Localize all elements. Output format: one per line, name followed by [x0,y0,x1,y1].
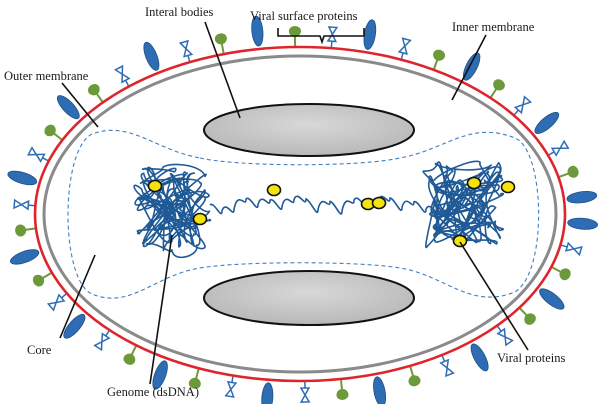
surface-protein-hour [560,241,581,254]
lateral-body-top [204,104,414,156]
viral-protein [373,198,386,209]
surface-protein-blue [6,168,38,187]
surface-protein-hour [494,324,512,345]
surface-protein-hour [301,382,309,402]
lateral-body-bottom [204,271,414,325]
label-inner-membrane: Inner membrane [452,20,535,34]
label-genome: Genome (dsDNA) [107,385,199,399]
label-outer-membrane: Outer membrane [4,69,89,83]
viral-protein [268,185,281,196]
surface-protein-blue [468,342,492,374]
surface-protein-green [557,164,580,182]
viral-protein [468,178,481,189]
surface-protein-blue [371,376,387,404]
surface-protein-hour [327,27,336,48]
surface-protein-hour [547,141,568,158]
surface-protein-blue [141,40,162,72]
surface-protein-blue [9,247,41,268]
surface-protein-hour [180,41,193,62]
surface-protein-hour [115,66,131,87]
surface-protein-hour [226,376,237,397]
surface-protein-hour [14,200,35,210]
surface-protein-hour [398,38,411,59]
label-viral-surface-proteins: Viral surface proteins [250,9,358,23]
surface-protein-green [14,223,35,238]
surface-protein-hour [439,354,454,376]
surface-protein-hour [95,329,113,350]
surface-protein-green [405,365,422,388]
viral-protein [194,214,207,225]
label-interal-bodies: Interal bodies [145,5,214,19]
label-core: Core [27,343,52,357]
surface-protein-blue [537,285,567,312]
surface-protein-hour [28,148,49,164]
viral-protein [149,181,162,192]
surface-protein-blue [532,109,562,137]
label-viral-proteins: Viral proteins [497,351,565,365]
surface-protein-blue [567,217,598,230]
surface-protein-blue [54,92,82,121]
surface-protein-blue [566,190,597,205]
surface-protein-blue [261,382,274,404]
surface-protein-green [335,379,349,400]
viral-protein [502,182,515,193]
viral-protein [454,236,467,247]
